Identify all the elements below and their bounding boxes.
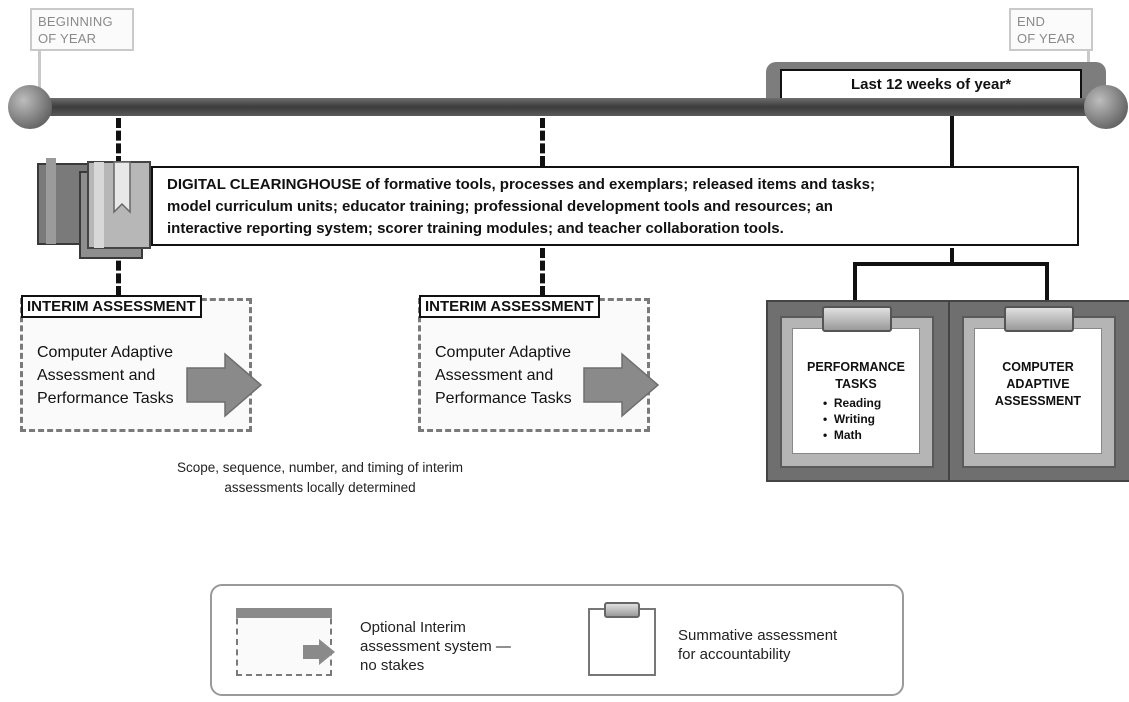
interim1-line2: Assessment and [37, 367, 156, 384]
legend-summative-line1: Summative assessment [678, 627, 838, 644]
clipboard-paper: COMPUTER ADAPTIVE ASSESSMENT [974, 328, 1102, 454]
connector-interim2-upper [540, 118, 545, 166]
clipboard-clip-icon [1004, 306, 1074, 332]
interim-assessment-title-1: INTERIM ASSESSMENT [21, 295, 202, 318]
arrow-right-icon [186, 352, 263, 418]
interim2-line1: Computer Adaptive [435, 344, 572, 361]
summative-performance-tasks-card: PERFORMANCE TASKS • Reading • Writing • … [766, 300, 950, 482]
computer-adaptive-line1: COMPUTER [1002, 360, 1074, 374]
digital-clearinghouse-box: DIGITAL CLEARINGHOUSE of formative tools… [151, 166, 1079, 246]
interim-assessment-description-1: Computer Adaptive Assessment and Perform… [37, 341, 174, 410]
connector-summative-stem [950, 248, 954, 264]
timeline-start-dot [8, 85, 52, 129]
legend-summative-line2: for accountability [678, 646, 791, 663]
bullet-reading-text: Reading [833, 396, 882, 410]
interim1-line3: Performance Tasks [37, 390, 174, 407]
arrow-right-icon [303, 639, 335, 665]
end-flag-line2: OF YEAR [1017, 31, 1076, 46]
bullet-writing-text: Writing [833, 412, 875, 426]
computer-adaptive-line3: ASSESSMENT [994, 394, 1082, 408]
legend-clipboard-clip-icon [604, 602, 640, 618]
year-timeline-bar [30, 98, 1100, 116]
bullet-math-text: Math [833, 428, 862, 442]
interim2-line2: Assessment and [435, 367, 554, 384]
performance-tasks-bullets: • Reading • Writing • Math [823, 395, 881, 443]
connector-summative-bar [853, 262, 1049, 266]
interim-scope-caption: Scope, sequence, number, and timing of i… [120, 458, 520, 498]
last-12-weeks-label: Last 12 weeks of year* [780, 69, 1082, 101]
end-of-year-flag: END OF YEAR [1009, 8, 1093, 51]
legend-optional-line2: assessment system — [360, 638, 511, 655]
interim2-line3: Performance Tasks [435, 390, 572, 407]
computer-adaptive-heading: COMPUTER ADAPTIVE ASSESSMENT [975, 359, 1101, 410]
clearinghouse-line3: interactive reporting system; scorer tra… [167, 220, 784, 237]
caption-line1: Scope, sequence, number, and timing of i… [177, 460, 463, 475]
interim-assessment-box-2: INTERIM ASSESSMENT Computer Adaptive Ass… [418, 295, 650, 432]
connector-summative-right-drop [1045, 262, 1049, 300]
legend-summative-label: Summative assessment for accountability [678, 626, 837, 664]
legend-box: Optional Interim assessment system — no … [210, 584, 904, 696]
clearinghouse-line2: model curriculum units; educator trainin… [167, 198, 833, 215]
bullet-item-writing: • Writing [823, 412, 875, 426]
performance-tasks-line2: TASKS [835, 377, 877, 391]
interim-assessment-description-2: Computer Adaptive Assessment and Perform… [435, 341, 572, 410]
performance-tasks-heading: PERFORMANCE TASKS [793, 359, 919, 393]
clipboard-frame: COMPUTER ADAPTIVE ASSESSMENT [962, 316, 1116, 468]
legend-swatch-header-bar [236, 608, 332, 618]
clipboard-clip-icon [822, 306, 892, 332]
bullet-item-math: • Math [823, 428, 862, 442]
timeline-end-dot [1084, 85, 1128, 129]
computer-adaptive-line2: ADAPTIVE [1006, 377, 1070, 391]
clipboard-paper: PERFORMANCE TASKS • Reading • Writing • … [792, 328, 920, 454]
interim-assessment-box-1: INTERIM ASSESSMENT Computer Adaptive Ass… [20, 295, 252, 432]
legend-optional-interim-swatch [236, 608, 335, 676]
beginning-flag-line2: OF YEAR [38, 31, 97, 46]
connector-interim1-upper [116, 118, 121, 166]
beginning-flag-line1: BEGINNING [38, 14, 113, 29]
connector-interim2-lower [540, 248, 545, 296]
bullet-item-reading: • Reading [823, 396, 882, 410]
books-icon [37, 158, 151, 259]
arrow-right-icon [583, 352, 660, 418]
clearinghouse-line1-rest: of formative tools, processes and exempl… [361, 176, 875, 193]
connector-summative-left-drop [853, 262, 857, 300]
clearinghouse-line1: DIGITAL CLEARINGHOUSE of formative tools… [167, 174, 1067, 196]
beginning-of-year-flag: BEGINNING OF YEAR [30, 8, 134, 51]
interim1-line1: Computer Adaptive [37, 344, 174, 361]
caption-line2: assessments locally determined [224, 480, 416, 495]
clipboard-frame: PERFORMANCE TASKS • Reading • Writing • … [780, 316, 934, 468]
legend-optional-line3: no stakes [360, 657, 425, 674]
legend-optional-interim-label: Optional Interim assessment system — no … [360, 618, 511, 675]
performance-tasks-line1: PERFORMANCE [807, 360, 905, 374]
beginning-flag-pole [38, 14, 41, 100]
clearinghouse-heading: DIGITAL CLEARINGHOUSE [167, 176, 362, 193]
legend-optional-line1: Optional Interim [360, 619, 466, 636]
end-flag-pole [1087, 14, 1090, 100]
legend-summative-swatch [588, 602, 656, 676]
summative-computer-adaptive-card: COMPUTER ADAPTIVE ASSESSMENT [948, 300, 1129, 482]
connector-interim1-lower [116, 248, 121, 296]
interim-assessment-title-2: INTERIM ASSESSMENT [419, 295, 600, 318]
end-flag-line1: END [1017, 14, 1046, 29]
connector-summative-upper [950, 116, 954, 166]
